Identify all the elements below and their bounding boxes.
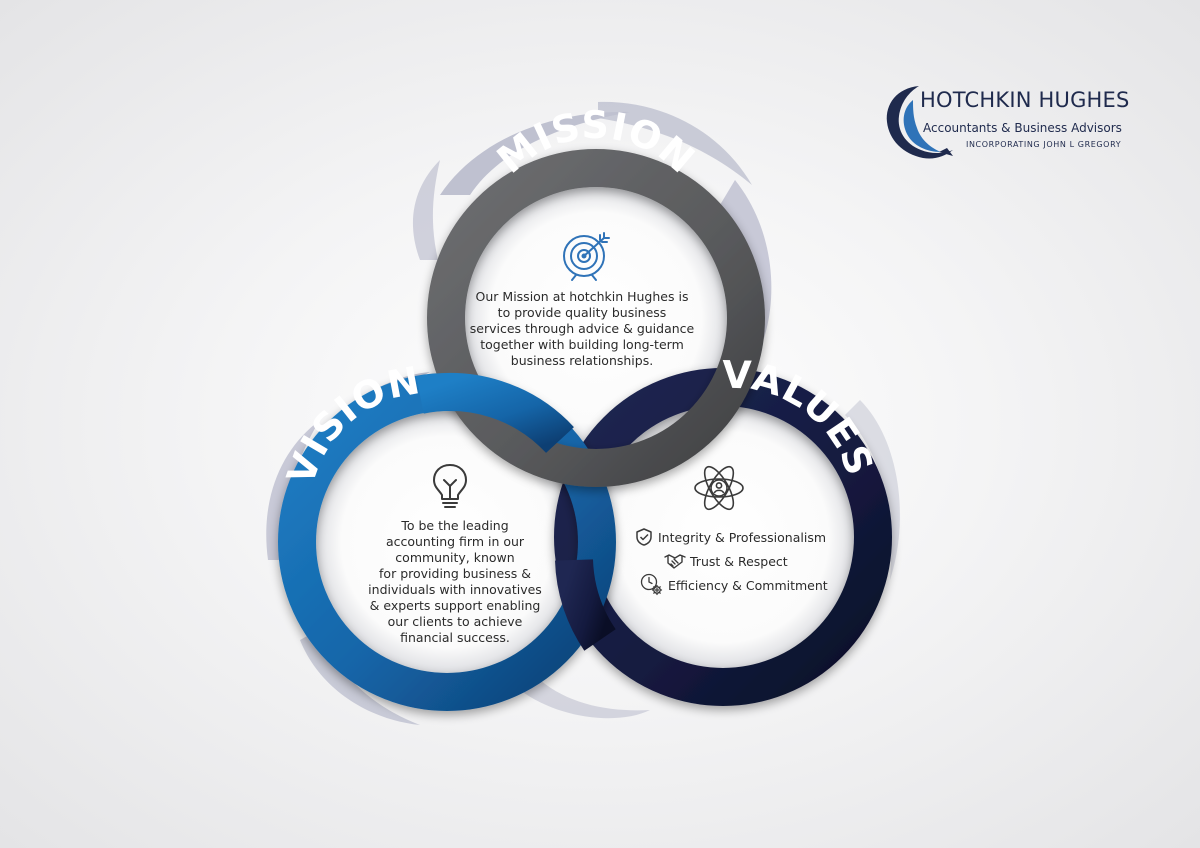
mission-ring — [427, 149, 765, 487]
value-label: Efficiency & Commitment — [668, 577, 828, 593]
vision-inner-disk — [315, 410, 579, 674]
handshake-icon — [664, 554, 686, 569]
atom-person-icon — [693, 464, 745, 516]
value-label: Integrity & Professionalism — [658, 529, 827, 545]
shield-check-icon — [636, 528, 652, 546]
value-label: Trust & Respect — [690, 553, 788, 569]
vision-line: our clients to achieve — [387, 614, 523, 629]
values-ring-overlap — [555, 558, 616, 651]
vision-line: individuals with innovatives — [368, 582, 542, 597]
list-item: Trust & Respect — [630, 549, 830, 573]
lightbulb-icon — [430, 462, 470, 514]
vision-ring-overlap — [416, 372, 574, 454]
mission-line: business relationships. — [510, 353, 654, 368]
company-logo: HOTCHKIN HUGHES Accountants & Business A… — [883, 82, 1153, 166]
clock-gear-icon — [640, 573, 663, 596]
mission-line: Our Mission at hotchkin Hughes is — [475, 289, 689, 304]
mission-line: services through advice & guidance — [469, 321, 695, 336]
vision-line: financial success. — [400, 630, 510, 645]
logo-tagline: Accountants & Business Advisors — [923, 121, 1122, 135]
vision-line: & experts support enabling — [369, 598, 541, 613]
vision-line: community, known — [395, 550, 515, 565]
mission-line: together with building long-term — [480, 337, 684, 352]
list-item: Efficiency & Commitment — [630, 573, 830, 597]
logo-subtitle: INCORPORATING JOHN L GREGORY — [966, 140, 1122, 149]
values-list: Integrity & Professionalism Trust & Resp… — [630, 525, 830, 597]
vision-description: To be the leading accounting firm in our… — [340, 518, 570, 646]
logo-company-name: HOTCHKIN HUGHES — [920, 88, 1130, 112]
vision-line: accounting firm in our — [385, 534, 525, 549]
mission-line: to provide quality business — [497, 305, 667, 320]
target-icon — [560, 230, 612, 286]
vision-line: To be the leading — [401, 518, 509, 533]
logo-swoosh-icon — [886, 86, 953, 159]
vision-line: for providing business & — [379, 566, 531, 581]
mission-description: Our Mission at hotchkin Hughes is to pro… — [452, 289, 712, 369]
list-item: Integrity & Professionalism — [630, 525, 830, 549]
